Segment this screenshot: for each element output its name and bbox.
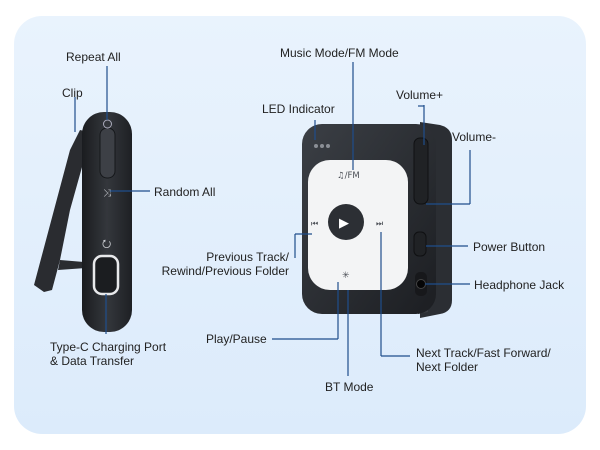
led-indicator [314, 144, 318, 148]
label-power-button: Power Button [473, 240, 546, 254]
type-c-port [92, 254, 120, 296]
power-button [413, 231, 427, 257]
label-next-track: Next Track/Fast Forward/ Next Folder [416, 346, 551, 374]
label-play-pause: Play/Pause [206, 332, 267, 346]
side-view-device: ⤨ ⭮ [34, 112, 132, 332]
next-track-icon: ⏭ [376, 219, 383, 228]
label-headphone-jack: Headphone Jack [474, 278, 565, 292]
label-music-mode: Music Mode/FM Mode [280, 46, 399, 60]
next-line-1: Next Track/Fast Forward/ [416, 346, 551, 360]
clip [34, 130, 88, 292]
label-bt-mode: BT Mode [325, 380, 374, 394]
previous-track-icon: ⏮ [311, 219, 318, 228]
volume-rocker [413, 137, 429, 205]
repeat-all-button [99, 127, 116, 179]
headphone-jack [416, 279, 426, 289]
label-repeat-all: Repeat All [66, 50, 121, 64]
label-random-all: Random All [154, 185, 216, 199]
label-previous-track: Previous Track/ Rewind/Previous Folder [156, 250, 289, 278]
next-line-2: Next Folder [416, 360, 479, 374]
label-volume-plus: Volume+ [396, 88, 444, 102]
label-volume-minus: Volume- [452, 130, 497, 144]
front-view-device: ▶ [302, 122, 452, 318]
bluetooth-icon: ✳ [342, 271, 350, 281]
play-pause-button [328, 204, 364, 240]
previous-line-1: Previous Track/ [206, 250, 289, 264]
previous-line-2: Rewind/Previous Folder [161, 264, 289, 278]
type-c-line-1: Type-C Charging Port [50, 340, 167, 354]
label-clip: Clip [62, 86, 83, 100]
music-fm-indicator: ♫/FM [337, 171, 360, 181]
usb-icon: ⭮ [102, 237, 111, 250]
label-type-c-port: Type-C Charging Port & Data Transfer [50, 340, 166, 368]
play-pause-icon: ▶ [339, 216, 349, 231]
shuffle-icon: ⤨ [103, 188, 111, 199]
label-led-indicator: LED Indicator [262, 102, 335, 116]
callout-lines [74, 62, 471, 376]
type-c-line-2: & Data Transfer [50, 354, 135, 368]
